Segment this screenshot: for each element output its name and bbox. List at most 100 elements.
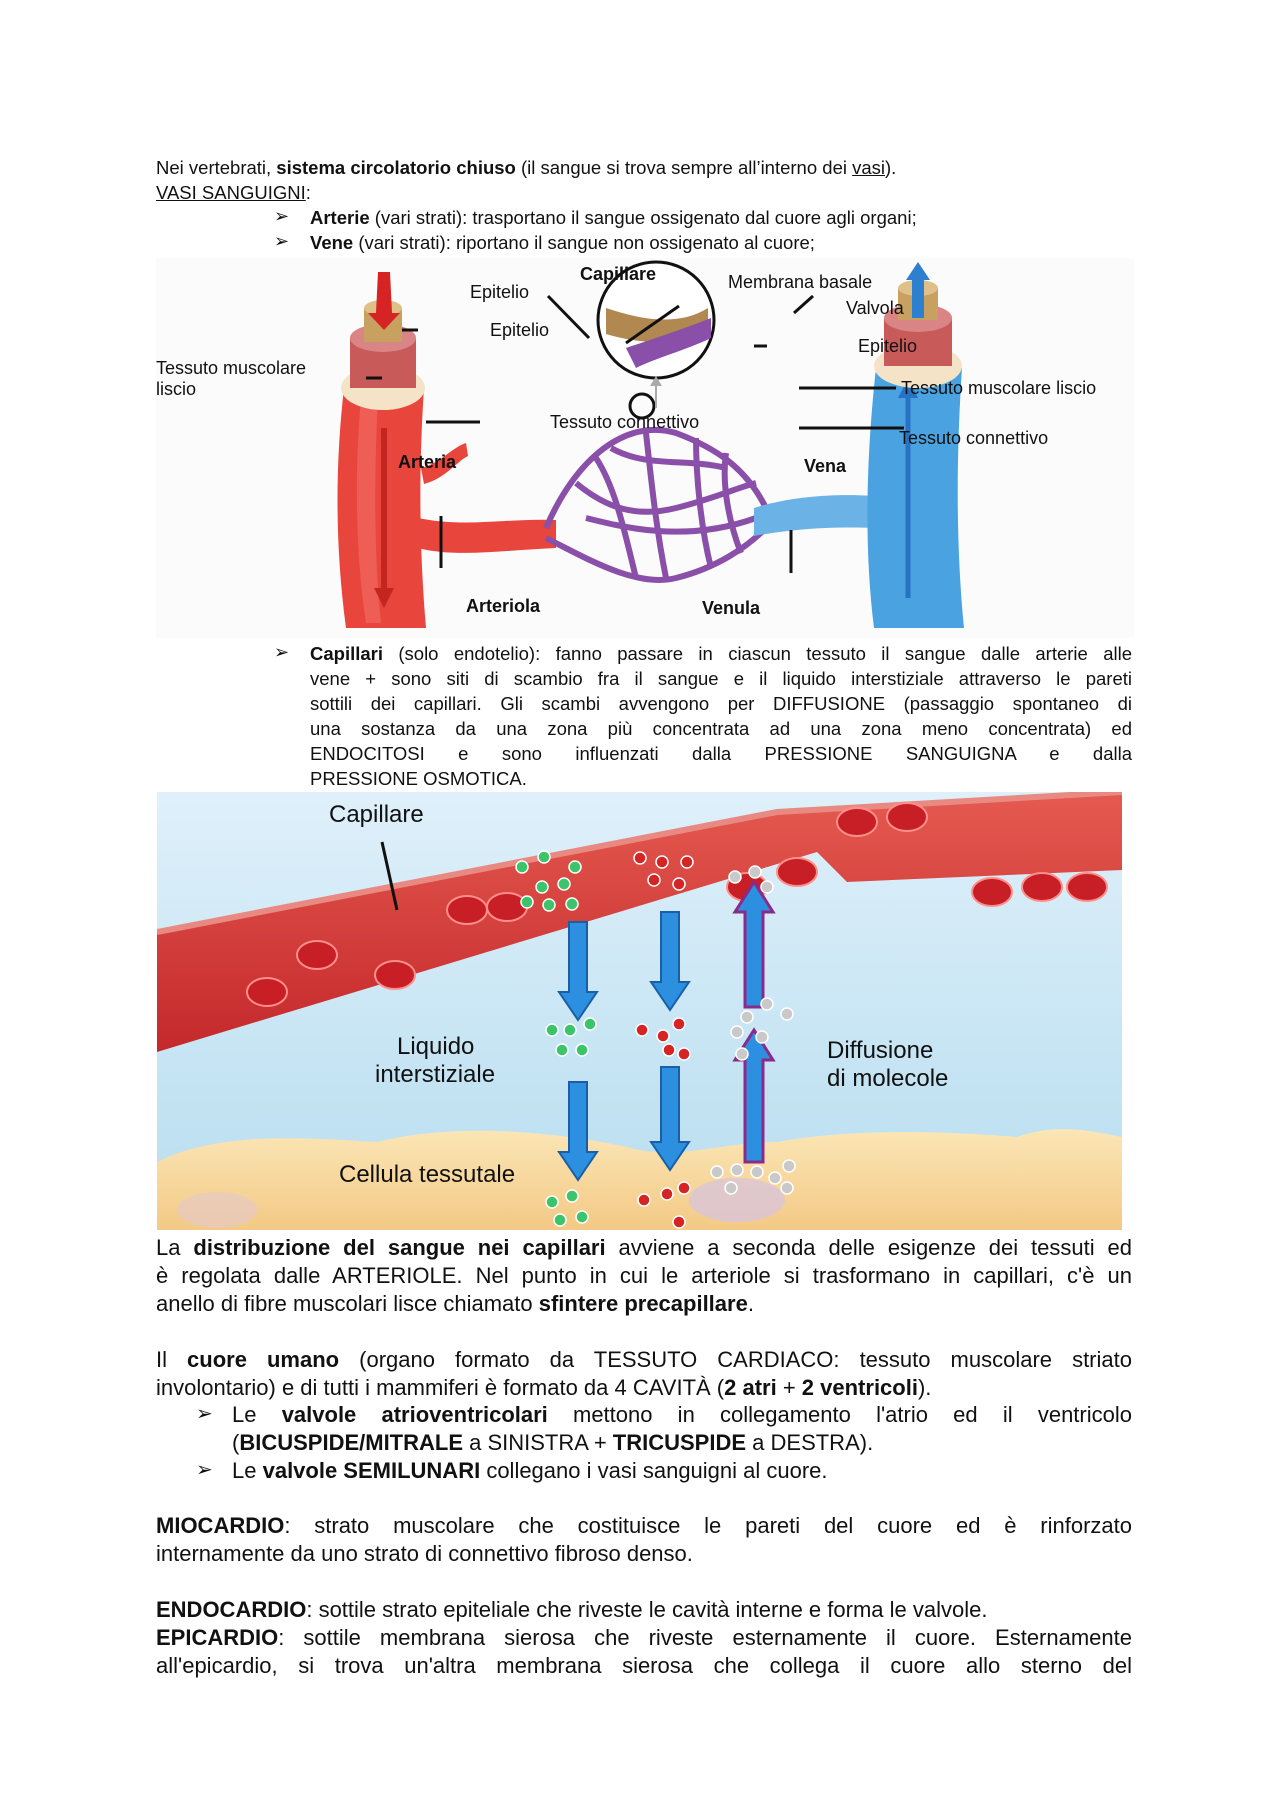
capillary-vessel — [157, 792, 1122, 1052]
vene-bold: Vene — [310, 232, 354, 253]
endocardio-line: ENDOCARDIO: sottile strato epiteliale ch… — [156, 1596, 1132, 1624]
cuore-2b: 2 atri — [724, 1375, 777, 1400]
semi-c: collegano i vasi sanguigni al cuore. — [480, 1458, 828, 1483]
red-blood-cells — [246, 802, 1108, 1007]
valvole-av-line-1: Le valvole atrioventricolari mettono in … — [232, 1401, 1132, 1429]
capillari-line-2: vene + sono siti di scambio fra il sangu… — [310, 668, 1132, 689]
valv-2e: a DESTRA). — [746, 1430, 874, 1455]
epicardio-line-1: EPICARDIO: sottile membrana sierosa che … — [156, 1624, 1132, 1652]
label-arteria: Arteria — [398, 452, 457, 472]
bullet-arrow: ➢ — [274, 231, 290, 251]
intro-suffix: ). — [885, 157, 897, 178]
label-tessuto-muscolare-liscio: Tessuto muscolare liscio — [901, 378, 1096, 398]
dist-a: La — [156, 1235, 194, 1260]
label-liquido-1: Liquido — [397, 1033, 474, 1060]
label-epitelio-left: Epitelio — [490, 320, 549, 340]
vein-illustration — [754, 262, 964, 628]
label-capillare-2: Capillare — [329, 801, 424, 828]
valv-a: Le — [232, 1402, 282, 1427]
epicardio-line-2: all'epicardio, si trova un'altra membran… — [156, 1653, 1132, 1678]
capillari-line-5: ENDOCITOSI e sono influenzati dalla PRES… — [310, 743, 1132, 764]
capillary-zoom-marker — [628, 392, 656, 420]
red-molecules — [633, 851, 694, 1229]
label-epitelio-top: Epitelio — [470, 282, 529, 302]
artery-illustration — [337, 272, 556, 628]
label-diffusione-1: Diffusione — [827, 1037, 933, 1064]
label-venula: Venula — [702, 598, 761, 618]
arterie-bold: Arterie — [310, 207, 370, 228]
bullet-arrow: ➢ — [196, 1403, 213, 1425]
arterie-text: (vari strati): trasportano il sangue oss… — [369, 207, 917, 228]
cuore-b: cuore umano — [187, 1347, 340, 1372]
miocardio-line-1: MIOCARDIO: strato muscolare che costitui… — [156, 1512, 1132, 1540]
label-tessuto-muscolare-1: Tessuto muscolare — [156, 358, 306, 378]
label-cellula: Cellula tessutale — [339, 1161, 515, 1188]
dist-b: distribuzione del sangue nei capillari — [193, 1235, 606, 1260]
valv-2b: BICUSPIDE/MITRALE — [239, 1430, 464, 1455]
label-diffusione-2: di molecole — [827, 1065, 948, 1092]
bullet-arrow: ➢ — [274, 206, 290, 226]
capillary-magnifier — [596, 260, 716, 408]
capillari-bold: Capillari — [310, 643, 383, 664]
endocardio-bold: ENDOCARDIO — [156, 1597, 307, 1622]
label-vena: Vena — [804, 456, 847, 476]
dist-3a: anello di fibre muscolari lisce chiamato — [156, 1291, 539, 1316]
miocardio-line-2: internamente da uno strato di connettivo… — [156, 1541, 693, 1566]
intro-paragraph: Nei vertebrati, sistema circolatorio chi… — [156, 156, 1132, 181]
distribuzione-line-2: è regolata dalle ARTERIOLE. Nel punto in… — [156, 1263, 1132, 1288]
intro-prefix: Nei vertebrati, — [156, 157, 277, 178]
dist-c: avviene a seconda delle esigenze dei tes… — [605, 1235, 1133, 1260]
vene-text: (vari strati): riportano il sangue non o… — [353, 232, 815, 253]
green-molecules — [515, 850, 597, 1227]
capillary-exchange-figure: Capillare Liquido interstiziale Diffusio… — [157, 792, 1122, 1230]
arterie-bullet: Arterie (vari strati): trasportano il sa… — [310, 206, 917, 231]
vasi-colon: : — [305, 182, 311, 203]
valv-b: valvole atrioventricolari — [281, 1402, 548, 1427]
label-arteriola: Arteriola — [466, 596, 541, 616]
capillari-line-6: PRESSIONE OSMOTICA. — [310, 768, 527, 789]
blood-vessels-figure: Capillare Membrana basale Epitelio Valvo… — [156, 258, 1134, 638]
valv-c: mettono in collegamento l'atrio ed il ve… — [547, 1402, 1132, 1427]
label-valvola: Valvola — [846, 298, 905, 318]
cuore-2d: 2 ventricoli — [801, 1375, 918, 1400]
intro-underlined: vasi — [852, 157, 886, 178]
cuore-line-1: Il cuore umano (organo formato da TESSUT… — [156, 1346, 1132, 1374]
distribuzione-line-3: anello di fibre muscolari lisce chiamato… — [156, 1290, 1132, 1318]
distribuzione-line-1: La distribuzione del sangue nei capillar… — [156, 1234, 1132, 1262]
capillare-leader — [380, 841, 399, 911]
capillari-text-1: (solo endotelio): fanno passare in ciasc… — [383, 643, 1132, 664]
bullet-arrow: ➢ — [274, 642, 290, 662]
valv-2c: a SINISTRA + — [463, 1430, 613, 1455]
capillari-line-4: una sostanza da una zona più concentrata… — [310, 718, 1132, 739]
cuore-c: (organo formato da TESSUTO CARDIACO: tes… — [339, 1347, 1132, 1372]
valv-2d: TRICUSPIDE — [612, 1430, 747, 1455]
gray-molecules — [710, 865, 796, 1195]
label-capillare: Capillare — [580, 264, 656, 284]
label-liquido-2: interstiziale — [375, 1061, 495, 1088]
cuore-line-2: involontario) e di tutti i mammiferi è f… — [156, 1374, 1132, 1402]
valvole-semilunari-line: Le valvole SEMILUNARI collegano i vasi s… — [232, 1457, 1132, 1485]
capillari-line-1: Capillari (solo endotelio): fanno passar… — [310, 642, 1132, 667]
valvole-av-line-2: (BICUSPIDE/MITRALE a SINISTRA + TRICUSPI… — [232, 1429, 1132, 1457]
epicardio-text: : sottile membrana sierosa che riveste e… — [278, 1625, 1132, 1650]
diffusion-arrows-out — [557, 911, 691, 1182]
capillari-line-3: sottili dei capillari. Gli scambi avveng… — [310, 693, 1132, 714]
capillary-bed — [543, 426, 769, 583]
miocardio-bold: MIOCARDIO — [156, 1513, 285, 1538]
bullet-arrow: ➢ — [196, 1459, 213, 1481]
vene-bullet: Vene (vari strati): riportano il sangue … — [310, 231, 815, 256]
cuore-2c: + — [776, 1375, 802, 1400]
label-epitelio-right: Epitelio — [858, 336, 917, 356]
dist-3c: . — [747, 1291, 754, 1316]
cuore-a: Il — [156, 1347, 188, 1372]
intro-mid: (il sangue si trova sempre all’interno d… — [515, 157, 853, 178]
vasi-heading-line: VASI SANGUIGNI: — [156, 181, 1132, 206]
label-tessuto-connettivo-right: Tessuto connettivo — [899, 428, 1048, 448]
label-membrana-basale: Membrana basale — [728, 272, 872, 292]
tissue-cells — [157, 1129, 1122, 1230]
dist-3b: sfintere precapillare — [538, 1291, 748, 1316]
vasi-heading: VASI SANGUIGNI — [156, 182, 306, 203]
label-tessuto-connettivo-center: Tessuto connettivo — [550, 412, 699, 432]
epicardio-bold: EPICARDIO — [156, 1625, 279, 1650]
